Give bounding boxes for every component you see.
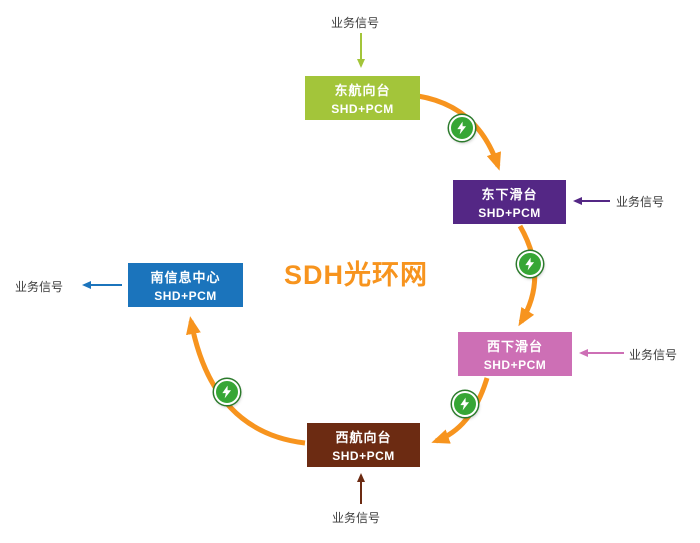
- node-equipment: SHD+PCM: [331, 102, 394, 116]
- diagram-title: SDH光环网: [284, 260, 429, 290]
- node-name: 西下滑台: [486, 339, 543, 354]
- node-east-glideslope: 东下滑台 SHD+PCM: [453, 180, 566, 224]
- node-equipment: SHD+PCM: [332, 449, 395, 463]
- node-west-localizer: 西航向台 SHD+PCM: [307, 423, 420, 467]
- ring-link-west-glideslope-to-west-localizer: [431, 377, 490, 444]
- node-equipment: SHD+PCM: [478, 206, 541, 220]
- node-equipment: SHD+PCM: [154, 289, 217, 303]
- lightning-icon: [460, 397, 470, 411]
- signal-label-west-glideslope: 业务信号: [629, 348, 678, 362]
- ring-link-west-localizer-to-south-info-center: [186, 316, 306, 446]
- node-name: 南信息中心: [150, 270, 221, 285]
- ring-relay-node: [452, 391, 478, 417]
- signal-label-east-localizer: 业务信号: [331, 16, 380, 30]
- lightning-icon: [525, 257, 535, 271]
- ring-relay-node: [214, 379, 240, 405]
- node-name: 西航向台: [335, 430, 392, 445]
- node-equipment: SHD+PCM: [483, 358, 547, 372]
- signal-label-south-info-center: 业务信号: [15, 280, 64, 294]
- ring-relay-node: [517, 251, 543, 277]
- node-west-glideslope: 西下滑台 SHD+PCM: [458, 332, 572, 376]
- node-name: 东下滑台: [481, 187, 538, 202]
- signal-label-west-localizer: 业务信号: [332, 511, 381, 525]
- lightning-icon: [222, 385, 232, 399]
- node-name: 东航向台: [334, 83, 391, 98]
- ring-relay-node: [449, 115, 475, 141]
- lightning-icon: [457, 121, 467, 135]
- node-east-localizer: 东航向台 SHD+PCM: [305, 76, 420, 120]
- node-south-info-center: 南信息中心 SHD+PCM: [128, 263, 243, 307]
- signal-label-east-glideslope: 业务信号: [616, 195, 665, 209]
